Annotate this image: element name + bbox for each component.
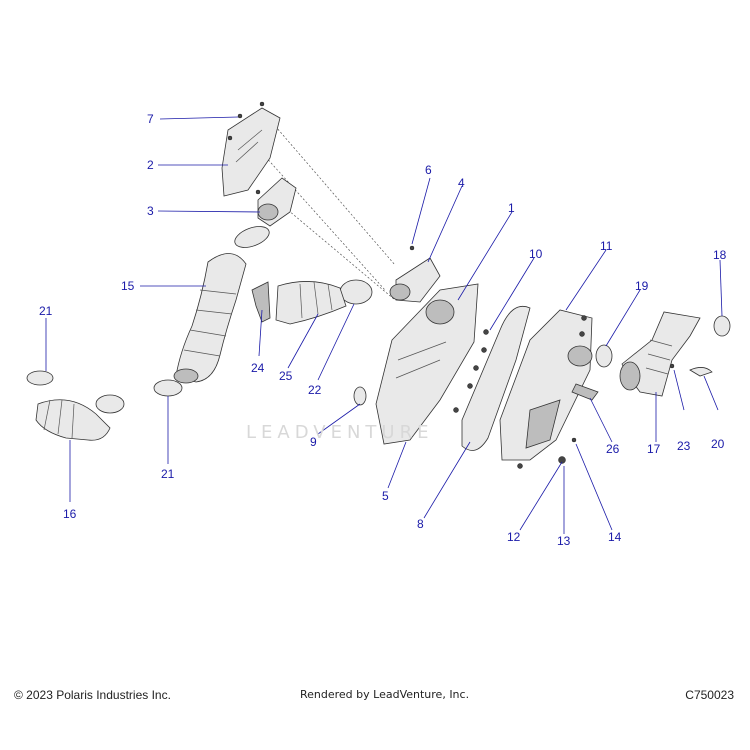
assembly-guide-lines [254,119,396,301]
callout-24: 24 [251,361,265,375]
heat-shield-part [221,101,281,197]
callout-21-lower: 21 [161,467,175,481]
callout-6: 6 [425,163,432,177]
callout-18: 18 [713,248,727,262]
screw-hardware [453,315,587,469]
bracket-part [251,281,271,323]
callout-9: 9 [310,435,317,449]
callout-3: 3 [147,204,154,218]
copyright-text: © 2023 Polaris Industries Inc. [14,688,171,702]
callout-21-left: 21 [39,304,53,318]
duct-adapter-part [255,177,297,227]
callout-labels: 7 2 3 15 21 16 21 24 25 22 6 4 1 9 5 10 … [39,112,727,548]
callout-8: 8 [417,517,424,531]
rendered-by-text: Rendered by LeadVenture, Inc. [300,688,470,701]
callout-17: 17 [647,442,661,456]
callout-23: 23 [677,439,691,453]
callout-11: 11 [600,239,613,253]
callout-4: 4 [458,176,465,190]
diagram-code: C750023 [685,688,734,702]
intake-duct-part [173,226,270,384]
hose-clamp-parts [26,279,373,397]
flex-duct-part [35,394,125,441]
callout-16: 16 [63,507,77,521]
callout-13: 13 [557,534,571,548]
callout-22: 22 [308,383,322,397]
callout-7: 7 [147,112,154,126]
callout-26: 26 [606,442,620,456]
callout-20: 20 [711,437,725,451]
callout-25: 25 [279,369,293,383]
seal-part [353,386,367,406]
callout-5: 5 [382,489,389,503]
outer-cover-part [499,309,593,461]
callout-2: 2 [147,158,154,172]
watermark: LEADVENTURE [246,422,434,443]
duct-seal-part [571,383,599,401]
callout-14: 14 [608,530,622,544]
curved-duct-part [275,281,347,325]
callout-10: 10 [529,247,543,261]
leader-lines [45,116,723,534]
outlet-duct-part [595,311,731,397]
gasket-part [461,305,531,451]
callout-15: 15 [121,279,135,293]
callout-19: 19 [635,279,649,293]
callout-1: 1 [508,201,515,215]
callout-12: 12 [507,530,521,544]
intake-housing-part [389,245,441,303]
inner-cover-part [375,283,479,445]
